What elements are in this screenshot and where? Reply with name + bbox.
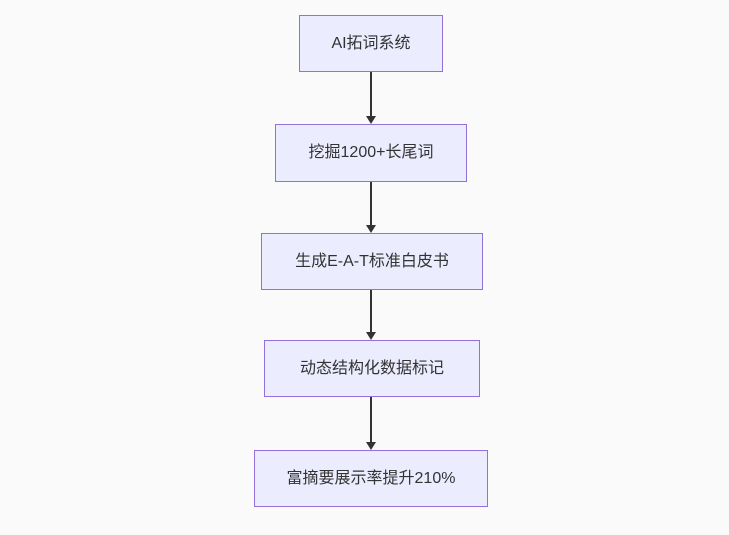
arrowhead-down-icon xyxy=(366,225,376,233)
flow-node-rich-snippet-rate-increase: 富摘要展示率提升210% xyxy=(254,450,488,507)
flow-node-longtail-keyword-mining: 挖掘1200+长尾词 xyxy=(275,124,467,182)
flow-node-eat-whitepaper-generation: 生成E-A-T标准白皮书 xyxy=(261,233,483,290)
flow-arrow-line-3 xyxy=(370,290,372,333)
arrowhead-down-icon xyxy=(366,442,376,450)
node-label: 富摘要展示率提升210% xyxy=(286,469,456,487)
flow-node-ai-word-expansion-system: AI拓词系统 xyxy=(299,15,443,72)
node-label: AI拓词系统 xyxy=(331,34,411,52)
arrowhead-down-icon xyxy=(366,332,376,340)
node-label: 生成E-A-T标准白皮书 xyxy=(295,252,449,270)
flow-arrow-line-2 xyxy=(370,182,372,226)
flow-node-dynamic-structured-data-markup: 动态结构化数据标记 xyxy=(264,340,480,397)
flow-arrow-line-1 xyxy=(370,72,372,117)
flow-arrow-line-4 xyxy=(370,397,372,443)
arrowhead-down-icon xyxy=(366,116,376,124)
node-label: 挖掘1200+长尾词 xyxy=(308,144,434,162)
node-label: 动态结构化数据标记 xyxy=(299,359,444,377)
